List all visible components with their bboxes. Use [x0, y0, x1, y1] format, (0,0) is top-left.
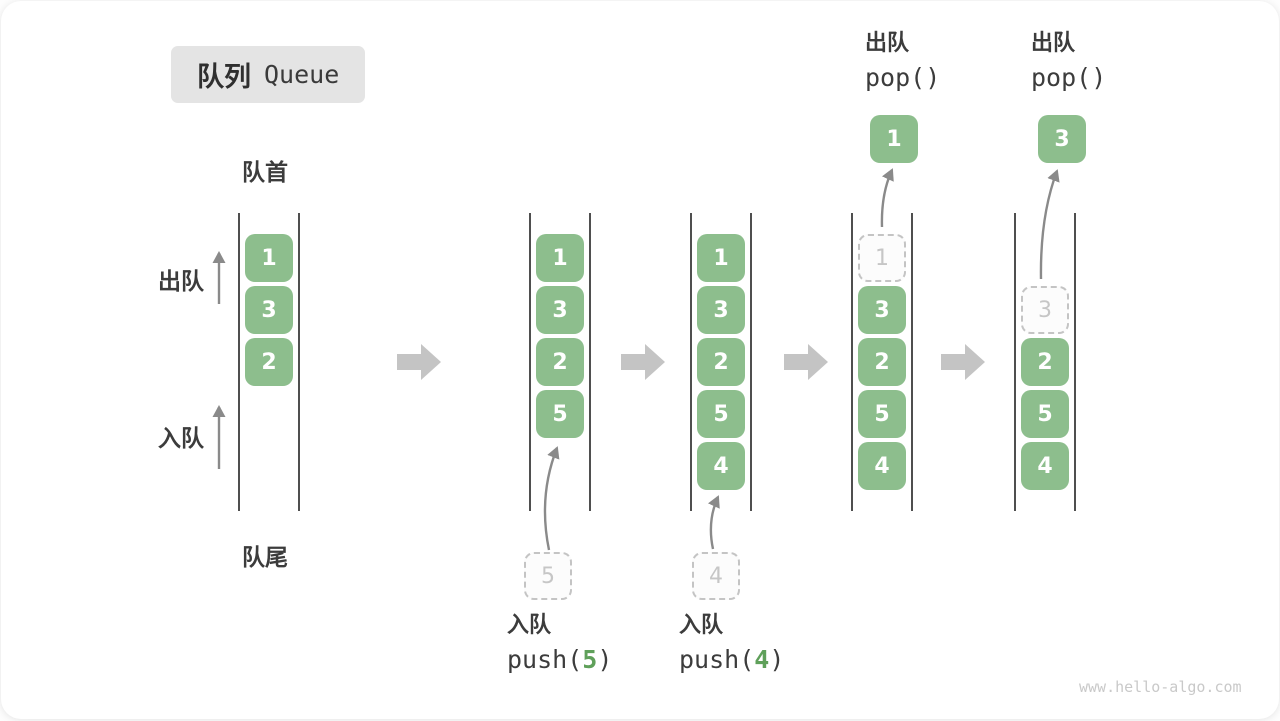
- state-pop-3-left-wall: [1014, 213, 1016, 511]
- next-step-arrow-icon: [941, 344, 985, 380]
- queue-item-removed: 1: [858, 234, 906, 282]
- dequeue-op-label-code-part: pop(): [865, 63, 940, 92]
- queue-front-label: 队首: [242, 153, 288, 187]
- queue-item: 3: [858, 286, 906, 334]
- enqueue-op-label-code: push(4): [679, 647, 784, 672]
- enqueue-op-label-code-part: push(: [507, 645, 582, 674]
- enqueue-op-label-code-part: 4: [754, 645, 769, 674]
- flow-arrow: [545, 448, 557, 550]
- queue-item: 5: [697, 390, 745, 438]
- queue-item: 1: [697, 234, 745, 282]
- dequeue-op-label: 出队 pop(): [865, 32, 940, 90]
- popped-item: 3: [1038, 115, 1086, 163]
- enqueue-op-label-code-part: 5: [582, 645, 597, 674]
- queue-item: 4: [1021, 442, 1069, 490]
- flow-arrow: [711, 497, 718, 549]
- dequeue-op-label-text: 出队: [1031, 32, 1106, 54]
- queue-item: 5: [536, 390, 584, 438]
- queue-item: 1: [245, 234, 293, 282]
- enqueue-op-label-text: 入队: [679, 614, 784, 636]
- state-initial-left-wall: [238, 213, 240, 511]
- enqueue-op-label: 入队 push(4): [679, 614, 784, 672]
- state-pop-3-right-wall: [1074, 213, 1076, 511]
- state-push-5-right-wall: [589, 213, 591, 511]
- queue-item: 2: [858, 338, 906, 386]
- queue-item: 4: [858, 442, 906, 490]
- incoming-item: 5: [524, 552, 572, 600]
- queue-item: 4: [697, 442, 745, 490]
- dequeue-op-label-code: pop(): [865, 65, 940, 90]
- title-box: 队列 Queue: [171, 46, 365, 103]
- dequeue-op-label-code-part: pop(): [1031, 63, 1106, 92]
- state-pop-1-right-wall: [911, 213, 913, 511]
- enqueue-op-label-code: push(5): [507, 647, 612, 672]
- queue-item: 5: [1021, 390, 1069, 438]
- queue-rear-label: 队尾: [242, 538, 288, 572]
- incoming-item: 4: [692, 552, 740, 600]
- flow-arrow: [1041, 171, 1057, 279]
- state-push-5-left-wall: [529, 213, 531, 511]
- next-step-arrow-icon: [397, 344, 441, 380]
- queue-item: 3: [245, 286, 293, 334]
- queue-item: 2: [536, 338, 584, 386]
- enqueue-op-label-code-part: ): [769, 645, 784, 674]
- state-push-4-left-wall: [690, 213, 692, 511]
- queue-item: 2: [245, 338, 293, 386]
- dequeue-op-label-code: pop(): [1031, 65, 1106, 90]
- state-pop-1-left-wall: [851, 213, 853, 511]
- dequeue-side-label: 出队: [158, 262, 204, 296]
- title-zh: 队列: [197, 55, 251, 94]
- dequeue-op-label: 出队 pop(): [1031, 32, 1106, 90]
- watermark: www.hello-algo.com: [1079, 678, 1242, 696]
- state-push-4-right-wall: [750, 213, 752, 511]
- next-step-arrow-icon: [621, 344, 665, 380]
- queue-item: 3: [697, 286, 745, 334]
- enqueue-op-label-code-part: push(: [679, 645, 754, 674]
- enqueue-side-label: 入队: [158, 419, 204, 453]
- next-step-arrow-icon: [784, 344, 828, 380]
- queue-item: 5: [858, 390, 906, 438]
- enqueue-op-label: 入队 push(5): [507, 614, 612, 672]
- flow-arrow: [882, 170, 892, 227]
- title-en: Queue: [264, 60, 339, 89]
- popped-item: 1: [870, 115, 918, 163]
- queue-item-removed: 3: [1021, 286, 1069, 334]
- dequeue-op-label-text: 出队: [865, 32, 940, 54]
- queue-item: 3: [536, 286, 584, 334]
- enqueue-op-label-code-part: ): [597, 645, 612, 674]
- state-initial-right-wall: [298, 213, 300, 511]
- queue-item: 2: [1021, 338, 1069, 386]
- enqueue-op-label-text: 入队: [507, 614, 612, 636]
- queue-item: 1: [536, 234, 584, 282]
- queue-item: 2: [697, 338, 745, 386]
